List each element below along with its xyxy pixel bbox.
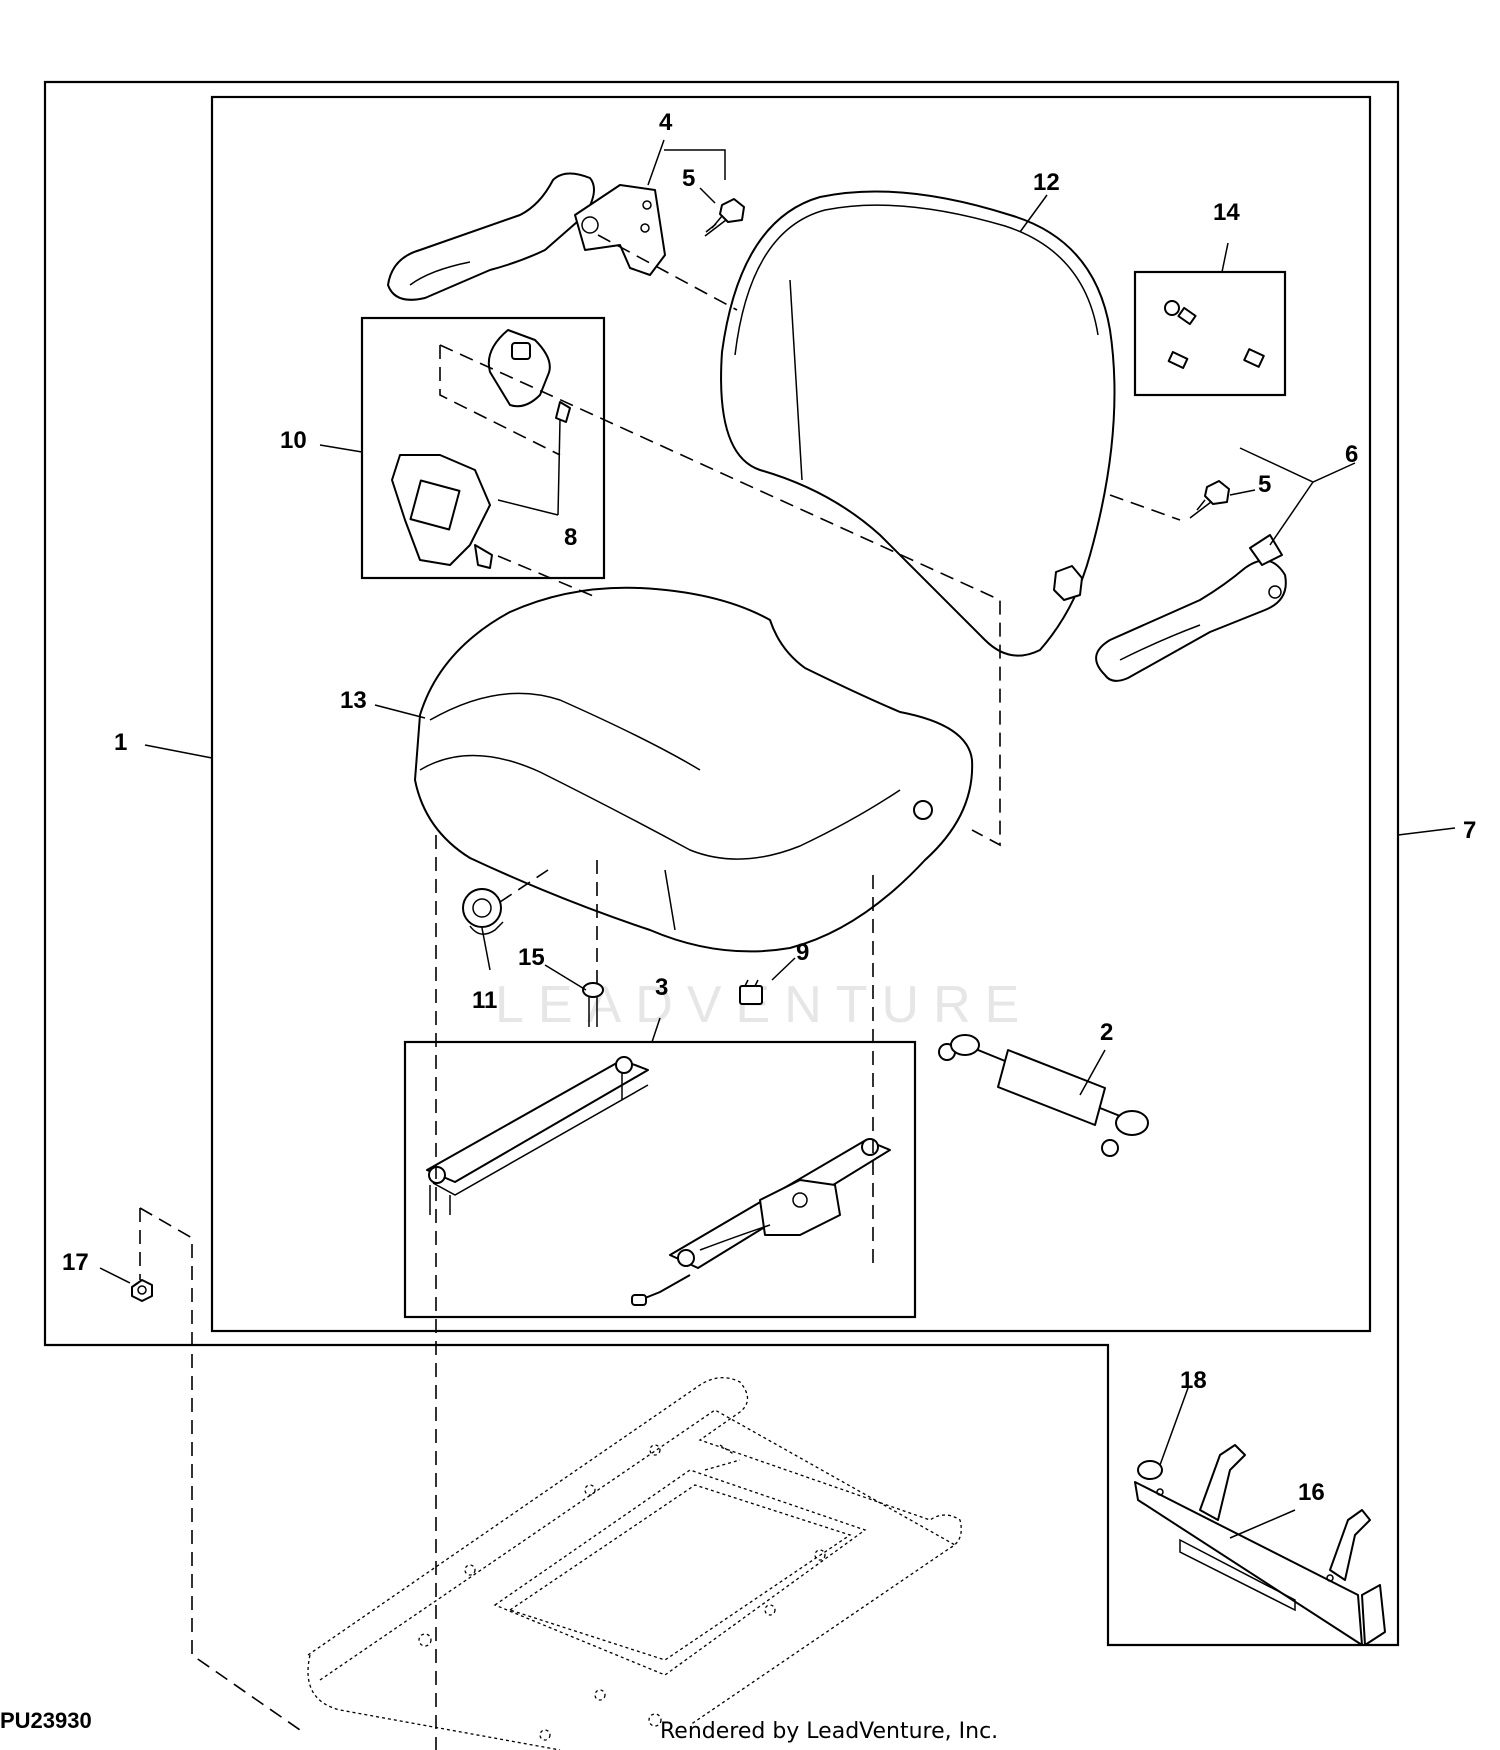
inner-seat-box bbox=[210, 95, 1372, 1333]
callout-7: 7 bbox=[1463, 817, 1476, 844]
figure-id: PU23930 bbox=[0, 1708, 92, 1733]
callout-11: 11 bbox=[472, 987, 497, 1014]
callout-14: 14 bbox=[1213, 199, 1240, 226]
slide-rails-box bbox=[403, 1040, 917, 1319]
seatbelt-box bbox=[360, 316, 606, 580]
callout-8: 8 bbox=[564, 524, 577, 551]
mounting-bracket bbox=[1134, 1444, 1386, 1646]
backrest bbox=[720, 190, 1116, 657]
slide-rails bbox=[426, 1056, 891, 1306]
nut-17 bbox=[131, 1279, 153, 1302]
hardware-kit bbox=[1164, 300, 1265, 369]
callout-labels: 1 2 3 4 5 5 6 7 8 9 10 11 12 13 14 15 16… bbox=[62, 109, 1476, 1506]
pin-15 bbox=[582, 982, 604, 1027]
machine-frame bbox=[307, 1377, 962, 1750]
callout-12: 12 bbox=[1033, 169, 1060, 196]
adjust-knob bbox=[462, 888, 504, 935]
seat-cushion bbox=[414, 586, 974, 953]
callout-17: 17 bbox=[62, 1249, 89, 1276]
callout-10: 10 bbox=[280, 427, 307, 454]
leader-lines bbox=[99, 139, 1456, 1539]
bolt-5-upper bbox=[704, 198, 745, 237]
callout-3: 3 bbox=[655, 974, 668, 1001]
assembly-lines bbox=[139, 234, 1181, 1750]
callout-4: 4 bbox=[659, 109, 673, 136]
callout-18: 18 bbox=[1180, 1367, 1207, 1394]
bolt-5-lower bbox=[1189, 480, 1230, 519]
outer-kit-box bbox=[43, 80, 1400, 1647]
callout-9: 9 bbox=[796, 939, 809, 966]
hardware-kit-box bbox=[1133, 270, 1287, 397]
render-credit: Rendered by LeadVenture, Inc. bbox=[660, 1719, 998, 1744]
callout-13: 13 bbox=[340, 687, 367, 714]
seat-belt-parts bbox=[391, 329, 571, 569]
callout-1: 1 bbox=[114, 729, 127, 756]
armrest-left bbox=[387, 172, 666, 301]
watermark-text: LEADVENTURE bbox=[495, 976, 1033, 1034]
switch-9 bbox=[739, 979, 763, 1005]
callout-6: 6 bbox=[1345, 441, 1358, 468]
frame-boxes bbox=[43, 80, 1400, 1647]
callout-2: 2 bbox=[1100, 1019, 1113, 1046]
callout-5-upper: 5 bbox=[682, 165, 695, 192]
callout-16: 16 bbox=[1298, 1479, 1325, 1506]
callout-15: 15 bbox=[518, 944, 545, 971]
armrest-right bbox=[1095, 534, 1287, 682]
callout-5-lower: 5 bbox=[1258, 471, 1271, 498]
shock-absorber bbox=[938, 1034, 1149, 1157]
